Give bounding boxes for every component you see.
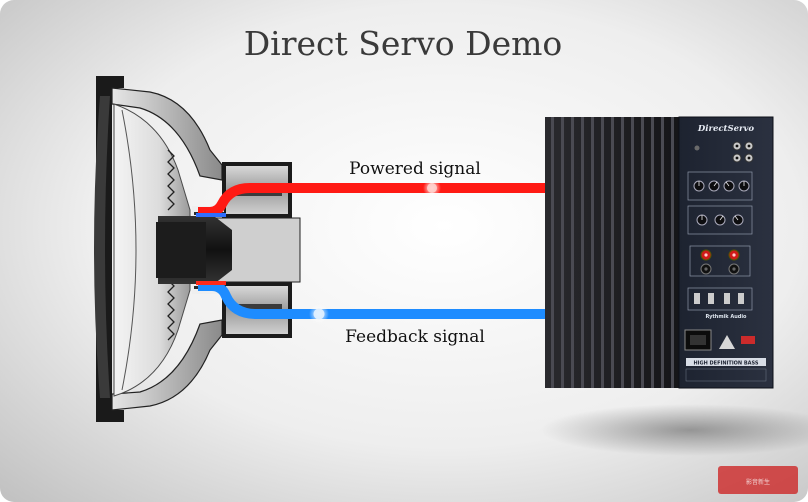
heatsink-fin bbox=[601, 117, 604, 388]
rca-inputs bbox=[732, 141, 754, 163]
watermark: 影音新生 bbox=[718, 466, 798, 494]
amplifier-unit: DirectServo bbox=[540, 116, 808, 456]
heatsink-fin bbox=[561, 117, 564, 388]
heatsink-fin bbox=[631, 117, 634, 388]
mode-switches bbox=[687, 287, 753, 311]
heatsink-fin bbox=[591, 117, 594, 388]
panel-brand: DirectServo bbox=[697, 124, 755, 134]
heatsink-fin bbox=[611, 117, 614, 388]
heatsink-fin bbox=[571, 117, 574, 388]
powered-signal-label: Powered signal bbox=[349, 159, 481, 179]
panel-maker: Rythmik Audio bbox=[706, 314, 748, 320]
heatsink-fins bbox=[551, 117, 674, 388]
heatsink-fin bbox=[551, 117, 554, 388]
speaker-terminals bbox=[689, 245, 751, 277]
heatsink-fin bbox=[581, 117, 584, 388]
feedback-signal-label: Feedback signal bbox=[345, 327, 485, 347]
knobs-row-1 bbox=[693, 180, 750, 192]
heatsink-fin bbox=[661, 117, 664, 388]
heatsink-fin bbox=[641, 117, 644, 388]
heatsink-fin bbox=[621, 117, 624, 388]
diagram-title: Direct Servo Demo bbox=[244, 24, 563, 63]
heatsink-fin bbox=[671, 117, 674, 388]
heatsink-fin bbox=[651, 117, 654, 388]
product-label: HIGH DEFINITION BASS bbox=[693, 361, 758, 367]
product-label-band bbox=[686, 358, 766, 366]
powered-signal-path bbox=[196, 179, 545, 217]
watermark-text: 影音新生 bbox=[746, 478, 770, 486]
feedback-signal-path bbox=[196, 281, 545, 324]
speaker-cross-section bbox=[94, 76, 301, 422]
knobs-row-2 bbox=[696, 214, 744, 226]
